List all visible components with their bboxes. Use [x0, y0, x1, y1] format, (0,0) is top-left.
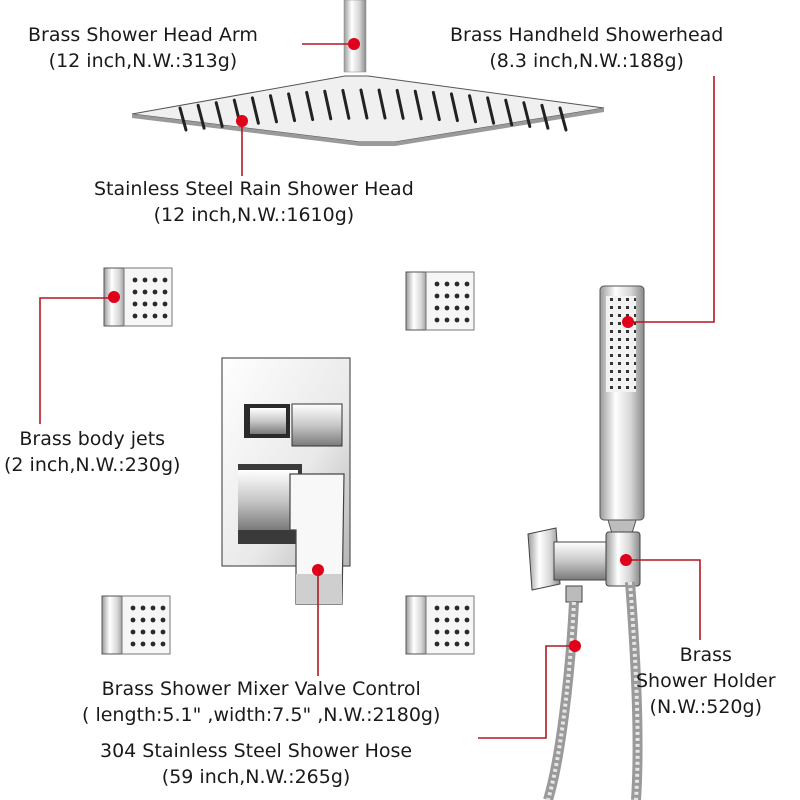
- label-handheld-spec: (8.3 inch,N.W.:188g): [489, 50, 684, 72]
- shower-arm: [343, 0, 367, 73]
- handheld-showerhead: [599, 285, 645, 541]
- body-jet-top-left: [103, 267, 173, 327]
- label-holder-spec: (N.W.:520g): [649, 696, 762, 718]
- leader-holder: [628, 559, 701, 640]
- label-rain-head: Stainless Steel Rain Shower Head (12 inc…: [94, 176, 414, 228]
- label-holder-line2: Shower Holder: [636, 670, 776, 692]
- marker-handheld: [622, 316, 634, 328]
- rain-shower-head: [131, 75, 605, 146]
- label-handheld: Brass Handheld Showerhead (8.3 inch,N.W.…: [450, 22, 723, 74]
- body-jet-bottom-right: [405, 595, 475, 655]
- marker-hose: [569, 640, 581, 652]
- marker-body-jets: [108, 291, 120, 303]
- label-handheld-title: Brass Handheld Showerhead: [450, 24, 724, 46]
- label-body-jets-spec: (2 inch,N.W.:230g): [4, 454, 181, 476]
- callout-markers: [108, 38, 634, 652]
- label-mixer-title: Brass Shower Mixer Valve Control: [101, 678, 421, 700]
- label-holder-line1: Brass: [679, 644, 732, 666]
- leader-body-jets: [39, 297, 112, 424]
- label-mixer-spec: ( length:5.1" ,width:7.5" ,N.W.:2180g): [82, 704, 441, 726]
- shower-hose: [543, 581, 643, 800]
- marker-holder: [620, 554, 632, 566]
- label-shower-arm-spec: (12 inch,N.W.:313g): [48, 50, 238, 72]
- label-body-jets-title: Brass body jets: [19, 428, 166, 450]
- body-jet-bottom-left: [101, 595, 171, 655]
- body-jet-top-right: [405, 271, 475, 331]
- label-shower-arm: Brass Shower Head Arm (12 inch,N.W.:313g…: [28, 22, 258, 74]
- label-holder: Brass Shower Holder (N.W.:520g): [636, 642, 776, 720]
- mixer-valve: [221, 357, 351, 605]
- label-hose-title: 304 Stainless Steel Shower Hose: [100, 740, 413, 762]
- label-hose-spec: (59 inch,N.W.:265g): [161, 766, 351, 788]
- label-shower-arm-title: Brass Shower Head Arm: [28, 24, 258, 46]
- marker-arm: [348, 38, 360, 50]
- leader-hose: [478, 645, 574, 739]
- label-rain-head-spec: (12 inch,N.W.:1610g): [153, 204, 355, 226]
- label-mixer: Brass Shower Mixer Valve Control ( lengt…: [82, 676, 440, 728]
- leader-handheld: [630, 76, 715, 323]
- marker-rain-head: [236, 115, 248, 127]
- label-body-jets: Brass body jets (2 inch,N.W.:230g): [4, 426, 180, 478]
- label-rain-head-title: Stainless Steel Rain Shower Head: [94, 178, 414, 200]
- marker-mixer: [312, 564, 324, 576]
- label-hose: 304 Stainless Steel Shower Hose (59 inch…: [100, 738, 412, 790]
- leader-lines: [39, 43, 715, 739]
